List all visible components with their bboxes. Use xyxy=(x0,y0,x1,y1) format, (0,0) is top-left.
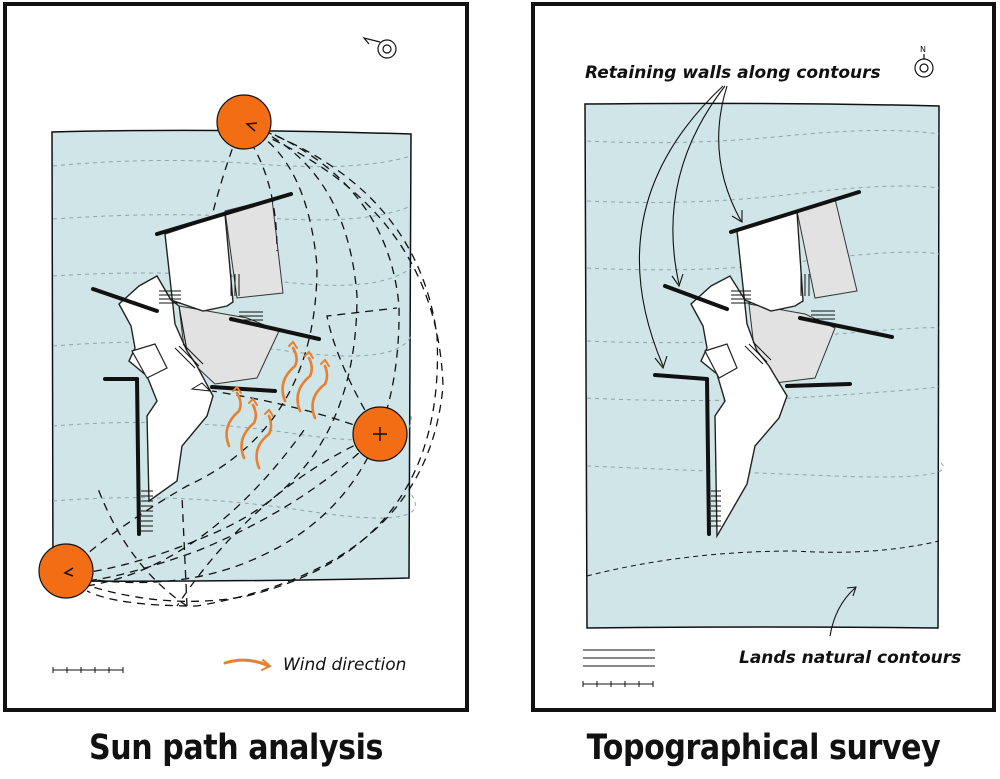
building-plan xyxy=(91,192,321,536)
wind-legend-icon xyxy=(223,658,272,671)
sun-path-panel: Wind direction xyxy=(3,2,469,712)
contour-line-bold xyxy=(586,540,940,577)
retaining-walls-annotation: Retaining walls along contours xyxy=(585,63,881,83)
sun-icon xyxy=(38,543,94,599)
topographical-drawing: Retaining walls along contours Lands nat… xyxy=(582,45,961,687)
building-plan xyxy=(653,190,894,539)
sun-icon xyxy=(352,406,408,462)
topographical-panel: Retaining walls along contours Lands nat… xyxy=(531,2,996,712)
north-arrow-icon xyxy=(362,36,397,59)
natural-contours-annotation: Lands natural contours xyxy=(739,648,961,668)
sun-path-drawing: Wind direction xyxy=(38,36,444,675)
sun-path-arcs xyxy=(66,123,444,607)
sun-path-caption: Sun path analysis xyxy=(88,728,383,768)
wind-legend-label: Wind direction xyxy=(283,655,406,675)
sun-icon xyxy=(216,94,272,150)
annotation-leader-lines xyxy=(638,85,857,637)
building-outline xyxy=(690,211,804,539)
scale-bar-icon xyxy=(52,667,124,673)
wind-arrow-icon xyxy=(225,340,330,470)
topographical-caption: Topographical survey xyxy=(586,728,941,768)
north-arrow-icon xyxy=(914,54,934,78)
scale-bar-icon xyxy=(582,649,655,687)
north-label: N xyxy=(920,45,926,54)
